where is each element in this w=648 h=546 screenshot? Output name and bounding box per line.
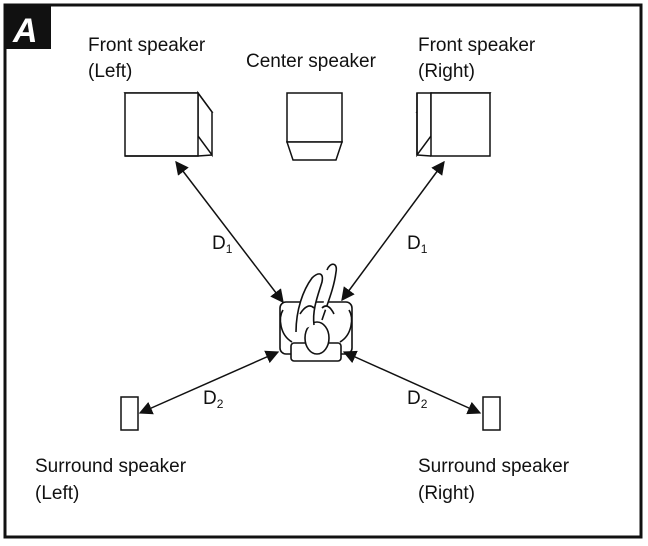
arrow-surround-left xyxy=(138,350,280,415)
arrow-surround-right xyxy=(342,350,482,415)
surround-left-label-line1: Surround speaker xyxy=(35,456,187,477)
front-right-label-line2: (Right) xyxy=(418,61,475,82)
figure-badge-label: A xyxy=(12,12,38,50)
arrow-front-left xyxy=(175,160,284,304)
distance-label-surround-left: D2 xyxy=(203,388,224,411)
front-left-label-line1: Front speaker xyxy=(88,35,206,56)
distance-label-front-right: D1 xyxy=(407,233,428,256)
center-speaker xyxy=(285,92,344,161)
distance-label-front-left: D1 xyxy=(212,233,233,256)
figure-frame xyxy=(3,3,643,539)
surround-right-speaker xyxy=(482,396,501,431)
listener-icon xyxy=(279,263,353,362)
distance-label-surround-right: D2 xyxy=(407,388,428,411)
figure-badge: A xyxy=(5,5,51,50)
surround-left-speaker xyxy=(120,396,139,431)
front-right-label-line1: Front speaker xyxy=(418,35,536,56)
center-label: Center speaker xyxy=(246,51,377,72)
surround-right-label-line1: Surround speaker xyxy=(418,456,570,477)
arrow-front-right xyxy=(341,160,445,302)
surround-left-label-line2: (Left) xyxy=(35,483,79,504)
front-right-speaker xyxy=(415,92,492,158)
front-left-speaker xyxy=(123,90,214,158)
surround-right-label-line2: (Right) xyxy=(418,483,475,504)
front-left-label-line2: (Left) xyxy=(88,61,132,82)
